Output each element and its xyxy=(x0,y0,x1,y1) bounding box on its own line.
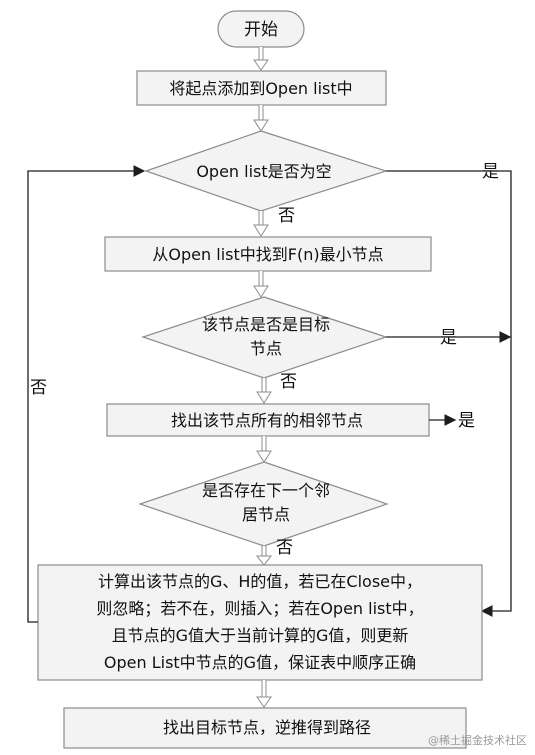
no-loop-label: 否 xyxy=(30,378,47,398)
add-start-node xyxy=(136,70,387,106)
start-label: 开始 xyxy=(244,20,278,40)
yes-target-label: 是 xyxy=(440,328,457,348)
no-target-label: 否 xyxy=(280,372,297,392)
add-start-label: 将起点添加到Open list中 xyxy=(169,79,352,98)
compute-node xyxy=(37,564,483,681)
hollow-connector xyxy=(253,47,269,71)
decision-next-neighbor xyxy=(138,461,389,547)
hollow-connector xyxy=(253,211,269,237)
decision-is-target-line1: 该节点是否是目标 xyxy=(202,315,330,334)
compute-line1: 计算出该节点的G、H的值，若已在Close中， xyxy=(98,572,422,591)
compute-line2: 则忽略；若不在，则插入；若在Open list中， xyxy=(96,599,423,618)
hollow-connector xyxy=(256,436,272,463)
yes-empty-edge xyxy=(386,170,512,617)
no-next-label: 否 xyxy=(276,538,293,558)
decision-next-neighbor-line1: 是否存在下一个邻 xyxy=(202,481,330,500)
decision-is-target xyxy=(141,296,388,379)
hollow-connector xyxy=(256,680,272,708)
hollow-connector xyxy=(253,271,269,298)
find-min-node xyxy=(104,236,432,272)
hollow-connector xyxy=(255,546,273,566)
end-node xyxy=(63,707,467,749)
yes-empty-label: 是 xyxy=(482,162,499,182)
hollow-connector xyxy=(253,105,269,132)
decision-is-target-line2: 节点 xyxy=(250,339,282,358)
watermark-text: @稀土掘金技术社区 xyxy=(428,733,527,747)
decision-next-neighbor-line2: 居节点 xyxy=(242,505,290,524)
yes-neighbors-label: 是 xyxy=(458,411,475,431)
loop-back-edge xyxy=(27,165,146,623)
decision-open-empty-label: Open list是否为空 xyxy=(196,162,331,181)
compute-line3: 且节点的G值大于当前计算的G值，则更新 xyxy=(112,626,409,645)
compute-line4: Open List中节点的G值，保证表中顺序正确 xyxy=(104,653,416,672)
find-min-label: 从Open list中找到F(n)最小节点 xyxy=(152,245,383,264)
find-neighbors-node xyxy=(106,403,430,437)
end-label: 找出目标节点，逆推得到路径 xyxy=(163,718,371,737)
find-neighbors-label: 找出该节点所有的相邻节点 xyxy=(171,411,363,430)
no-empty-label: 否 xyxy=(278,206,295,226)
hollow-connector xyxy=(256,378,272,404)
